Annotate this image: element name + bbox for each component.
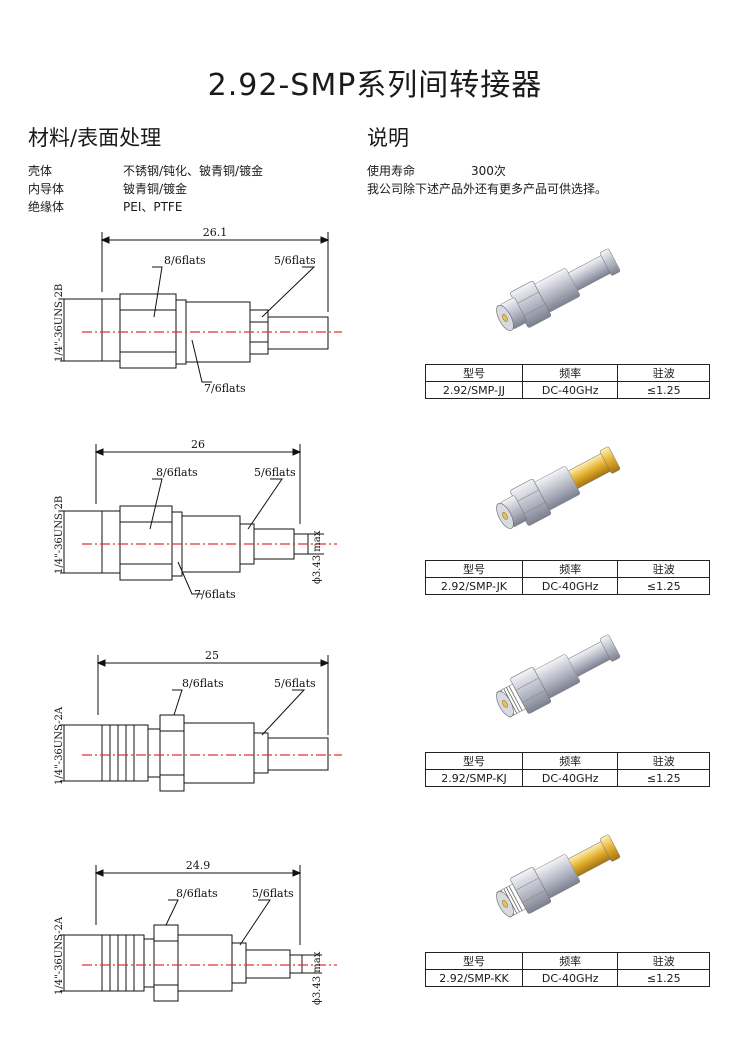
life-label: 使用寿命 [367,164,416,178]
adapter-body [496,634,621,718]
label-hex-flats: 8/6flats [164,254,206,267]
label-hex-flats: 8/6flats [176,887,218,900]
label-body-flats: 5/6flats [252,887,294,900]
dim-length: 25 [205,649,219,662]
cell-vswr: ≤1.25 [617,577,710,595]
label-thread: 1/4"-36UNS-2A [54,706,65,785]
header-model: 型号 [425,952,523,970]
kj-adapter [496,634,621,718]
dim-length: 26 [191,438,205,451]
label-diameter: ϕ3.43 max [312,951,323,1005]
life-value: 300次 [471,164,506,178]
notes-heading: 说明 [367,126,409,150]
notes-extra: 我公司除下述产品外还有更多产品可供选择。 [367,182,608,196]
drawing-kk: 24.9 8/6flats 5/6flats 1/4"-36UNS-2A ϕ3.… [52,855,352,1025]
adapter-body [496,834,621,918]
adapter-body [496,248,621,331]
header-vswr: 驻波 [617,364,710,382]
jk-adapter [496,446,621,529]
product-photo [483,430,633,550]
header-vswr: 驻波 [617,752,710,770]
product-photo [483,818,633,938]
material-row: 壳体 不锈钢/钝化、铍青铜/镀金 [28,162,263,180]
dim-length: 24.9 [186,859,211,872]
product-photo [483,232,633,352]
label-hex-flats: 8/6flats [182,677,224,690]
header-model: 型号 [425,560,523,578]
material-finish: 不锈钢/钝化、铍青铜/镀金 [123,164,264,178]
header-vswr: 驻波 [617,952,710,970]
materials-heading: 材料/表面处理 [28,126,162,150]
adapter-body [496,446,621,529]
cell-model: 2.92/SMP-KK [425,969,523,987]
label-body-flats: 5/6flats [254,466,296,479]
cell-vswr: ≤1.25 [617,769,710,787]
cell-vswr: ≤1.25 [617,381,710,399]
drawing-kj: 25 8/6flats 5/6flats 1/4"-36UNS-2A [52,645,352,815]
materials-table: 壳体 不锈钢/钝化、铍青铜/镀金 内导体 铍青铜/镀金 绝缘体 PEI、PTFE [28,162,263,216]
drawing-kk-svg: 24.9 8/6flats 5/6flats 1/4"-36UNS-2A ϕ3.… [54,859,337,1005]
cell-frequency: DC-40GHz [521,769,619,787]
cell-frequency: DC-40GHz [521,381,619,399]
label-diameter: ϕ3.43 max [312,530,323,584]
header-vswr: 驻波 [617,560,710,578]
kk-adapter [496,834,621,918]
header-frequency: 频率 [521,364,619,382]
material-row: 绝缘体 PEI、PTFE [28,198,263,216]
cell-frequency: DC-40GHz [521,969,619,987]
header-model: 型号 [425,364,523,382]
jj-adapter [496,248,621,331]
cell-model: 2.92/SMP-JK [425,577,523,595]
cell-vswr: ≤1.25 [617,969,710,987]
header-model: 型号 [425,752,523,770]
product-photo [483,618,633,738]
material-part: 绝缘体 [28,200,65,214]
label-hex-flats: 8/6flats [156,466,198,479]
label-thread: 1/4"-36UNS-2B [54,496,65,574]
material-row: 内导体 铍青铜/镀金 [28,180,263,198]
notes-block: 使用寿命 300次 我公司除下述产品外还有更多产品可供选择。 [367,162,607,198]
dim-length: 26.1 [203,226,228,239]
label-body-flats: 5/6flats [274,677,316,690]
label-thread: 1/4"-36UNS-2A [54,916,65,995]
cell-model: 2.92/SMP-KJ [425,769,523,787]
label-nut-flats: 7/6flats [194,588,236,601]
material-finish: 铍青铜/镀金 [123,182,188,196]
drawing-jk: 26 8/6flats 5/6flats 7/6flats 1/4"-36UNS… [52,434,352,604]
material-part: 内导体 [28,182,65,196]
header-frequency: 频率 [521,560,619,578]
drawing-jk-svg: 26 8/6flats 5/6flats 7/6flats 1/4"-36UNS… [54,438,337,601]
label-body-flats: 5/6flats [274,254,316,267]
cell-frequency: DC-40GHz [521,577,619,595]
label-nut-flats: 7/6flats [204,382,246,395]
header-frequency: 频率 [521,752,619,770]
drawing-jj: 26.1 8/6flats 5/6flats 7/6flats 1/4"-36U… [52,222,352,395]
label-thread: 1/4"-36UNS-2B [54,284,65,362]
page-title: 2.92-SMP系列间转接器 [207,68,543,103]
material-part: 壳体 [28,164,53,178]
drawing-jj-svg: 26.1 8/6flats 5/6flats 7/6flats 1/4"-36U… [54,226,342,395]
drawing-kj-svg: 25 8/6flats 5/6flats 1/4"-36UNS-2A [54,649,342,792]
cell-model: 2.92/SMP-JJ [425,381,523,399]
material-finish: PEI、PTFE [123,200,183,214]
header-frequency: 频率 [521,952,619,970]
